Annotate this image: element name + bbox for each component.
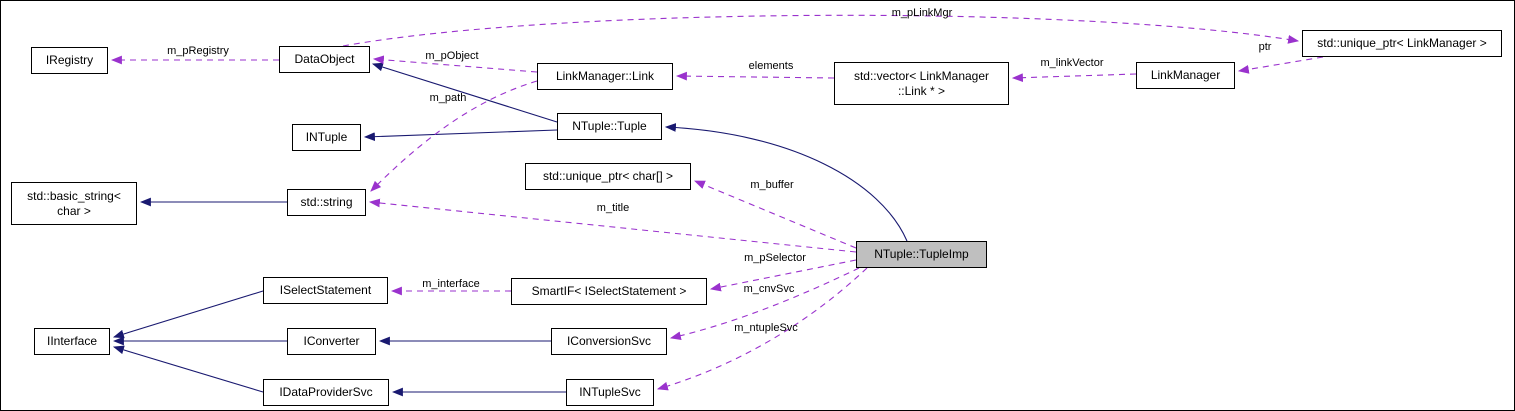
- inheritance-edge-ntuple-tuple-to-dataobject: [371, 62, 558, 123]
- class-node-iinterface[interactable]: IInterface: [34, 328, 110, 355]
- class-node-iconverter[interactable]: IConverter: [287, 328, 376, 355]
- usage-edge-ntuple-tupleimp-to-std-string: [368, 198, 857, 253]
- usage-edge-ntuple-tupleimp-to-unique-ptr-char: [693, 180, 857, 249]
- edge-label-m_path: m_path: [429, 92, 467, 104]
- class-node-dataobject[interactable]: DataObject: [279, 46, 370, 73]
- edge-label-m_interface: m_interface: [422, 278, 480, 290]
- edge-group: [110, 14, 1324, 397]
- edge-label-m_buffer: m_buffer: [750, 179, 794, 191]
- inheritance-edge-idataprovidersvc-to-iinterface: [112, 345, 264, 393]
- inheritance-edge-ntuple-tupleimp-to-ntuple-tuple: [664, 123, 908, 242]
- usage-edge-ntuple-tupleimp-to-intuplesvc: [656, 267, 868, 391]
- inheritance-edge-iselectstatement-to-iinterface: [112, 290, 264, 339]
- class-node-std-string[interactable]: std::string: [287, 189, 366, 216]
- class-node-iregistry[interactable]: IRegistry: [31, 47, 108, 74]
- edge-label-elements: elements: [748, 60, 794, 72]
- usage-edge-linkmanager-link-to-std-string: [370, 80, 538, 192]
- class-node-linkmanager-link[interactable]: LinkManager::Link: [537, 63, 673, 90]
- edge-label-m_cnvSvc: m_cnvSvc: [743, 283, 795, 295]
- class-node-intuple[interactable]: INTuple: [292, 124, 361, 151]
- edge-label-m_pLinkMgr: m_pLinkMgr: [891, 7, 953, 19]
- class-node-iconversionsvc[interactable]: IConversionSvc: [551, 328, 667, 355]
- usage-edge-unique-ptr-linkmanager-to-linkmanager: [1237, 56, 1324, 74]
- usage-edge-ntuple-tupleimp-to-smartif: [709, 259, 857, 292]
- usage-edge-linkmanager-to-vector-link: [1011, 73, 1137, 83]
- usage-edge-vector-link-to-linkmanager-link: [675, 71, 835, 81]
- edge-label-m_title: m_title: [596, 202, 630, 214]
- class-node-linkmanager[interactable]: LinkManager: [1136, 62, 1235, 89]
- usage-edge-linkmanager-link-to-dataobject: [372, 55, 538, 73]
- class-node-vector-link[interactable]: std::vector< LinkManager ::Link * >: [834, 62, 1009, 105]
- edge-label-m_pRegistry: m_pRegistry: [167, 45, 229, 57]
- edge-label-m_linkVector: m_linkVector: [1040, 57, 1104, 69]
- edge-label-m_pSelector: m_pSelector: [744, 252, 806, 264]
- usage-edge-dataobject-to-unique-ptr-linkmanager: [342, 14, 1300, 47]
- class-node-ntuple-tuple[interactable]: NTuple::Tuple: [557, 113, 662, 140]
- class-node-std-basic-string[interactable]: std::basic_string< char >: [11, 182, 137, 225]
- edge-label-m_ntupleSvc: m_ntupleSvc: [734, 322, 798, 334]
- class-node-idataprovidersvc[interactable]: IDataProviderSvc: [263, 379, 389, 406]
- class-node-smartif[interactable]: SmartIF< ISelectStatement >: [511, 278, 707, 305]
- class-node-unique-ptr-linkmanager[interactable]: std::unique_ptr< LinkManager >: [1302, 30, 1502, 57]
- class-node-ntuple-tupleimp: NTuple::TupleImp: [856, 241, 987, 268]
- class-node-iselectstatement[interactable]: ISelectStatement: [263, 277, 388, 304]
- edge-label-ptr: ptr: [1258, 41, 1272, 53]
- inheritance-edge-ntuple-tuple-to-intuple: [363, 129, 558, 142]
- class-node-unique-ptr-char[interactable]: std::unique_ptr< char[] >: [525, 163, 691, 190]
- edge-label-m_pObject: m_pObject: [425, 50, 479, 62]
- usage-edge-ntuple-tupleimp-to-iconversionsvc: [669, 267, 860, 341]
- class-node-intuplesvc[interactable]: INTupleSvc: [566, 379, 654, 406]
